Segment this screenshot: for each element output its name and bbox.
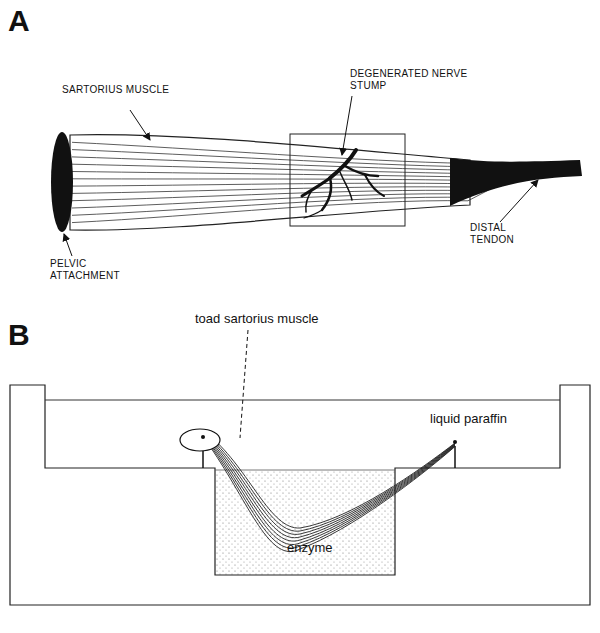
part-label: SARTORIUS MUSCLE xyxy=(62,84,169,96)
nerve-stump xyxy=(302,150,384,218)
pin-head xyxy=(201,435,205,439)
muscle-fiber xyxy=(210,442,455,541)
part-label: liquid paraffin xyxy=(430,412,507,427)
part-label: DEGENERATED NERVE STUMP xyxy=(350,68,470,91)
leader-line xyxy=(64,234,72,256)
leader-line xyxy=(240,330,248,438)
paraffin-surface xyxy=(45,400,560,401)
muscle-outline xyxy=(70,135,470,231)
part-label: toad sartorius muscle xyxy=(195,312,319,327)
muscle-fiber xyxy=(210,439,455,534)
pelvic-end xyxy=(180,429,220,451)
muscle-fiber xyxy=(210,441,455,538)
panel-letter: A xyxy=(8,4,30,39)
enzyme-surface xyxy=(215,470,395,471)
muscle-fiber xyxy=(210,438,455,532)
pin-head xyxy=(453,440,457,444)
part-label: DISTAL TENDON xyxy=(470,222,540,245)
leader-line xyxy=(500,180,538,222)
endplate-region-box xyxy=(290,134,405,226)
pin xyxy=(454,446,456,468)
muscle-fiber xyxy=(210,444,455,545)
pelvic-attachment xyxy=(51,132,73,232)
muscle-fiber xyxy=(210,447,455,552)
part-label: PELVIC ATTACHMENT xyxy=(50,258,145,281)
part-label: enzyme xyxy=(287,541,333,556)
distal-tendon xyxy=(450,158,582,206)
leader-line xyxy=(342,96,352,155)
panel-letter: B xyxy=(8,318,30,353)
bath-chamber xyxy=(10,385,590,605)
leader-line xyxy=(130,110,150,140)
enzyme-fill xyxy=(215,470,395,575)
muscle-fiber xyxy=(210,445,455,548)
